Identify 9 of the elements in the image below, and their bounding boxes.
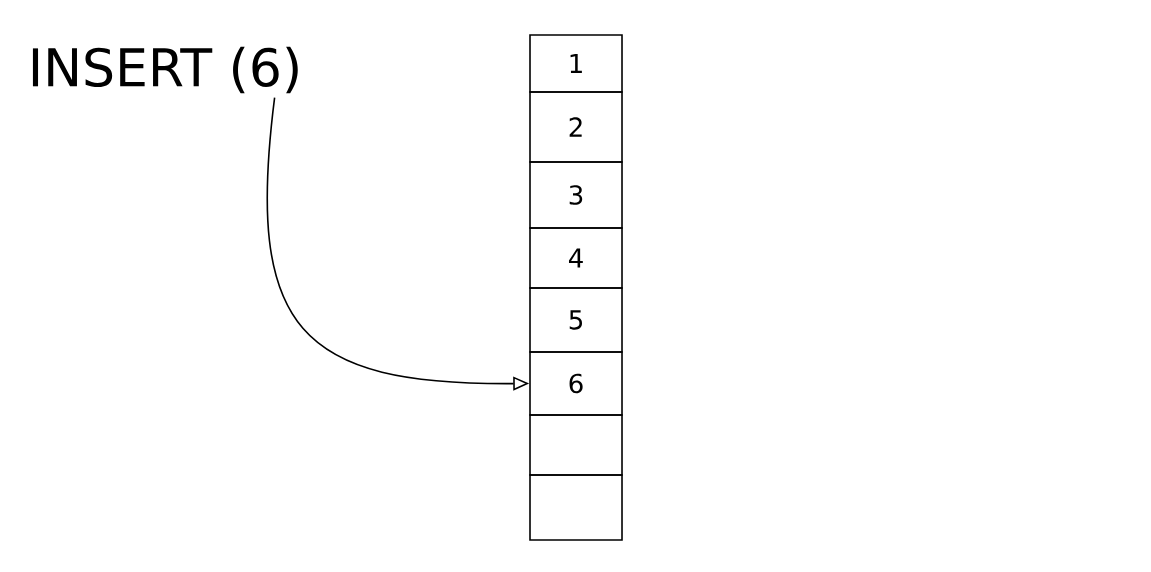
array-cell: 2	[529, 91, 623, 163]
array-cell: 4	[529, 227, 623, 289]
array-cell: 6	[529, 351, 623, 416]
empty-array-cell	[529, 474, 623, 541]
array-cell: 5	[529, 287, 623, 353]
handwritten-label: INSERT (6)	[32, 46, 298, 94]
empty-array-cell	[529, 414, 623, 476]
array-cell: 3	[529, 161, 623, 229]
array-cell: 1	[529, 34, 623, 93]
